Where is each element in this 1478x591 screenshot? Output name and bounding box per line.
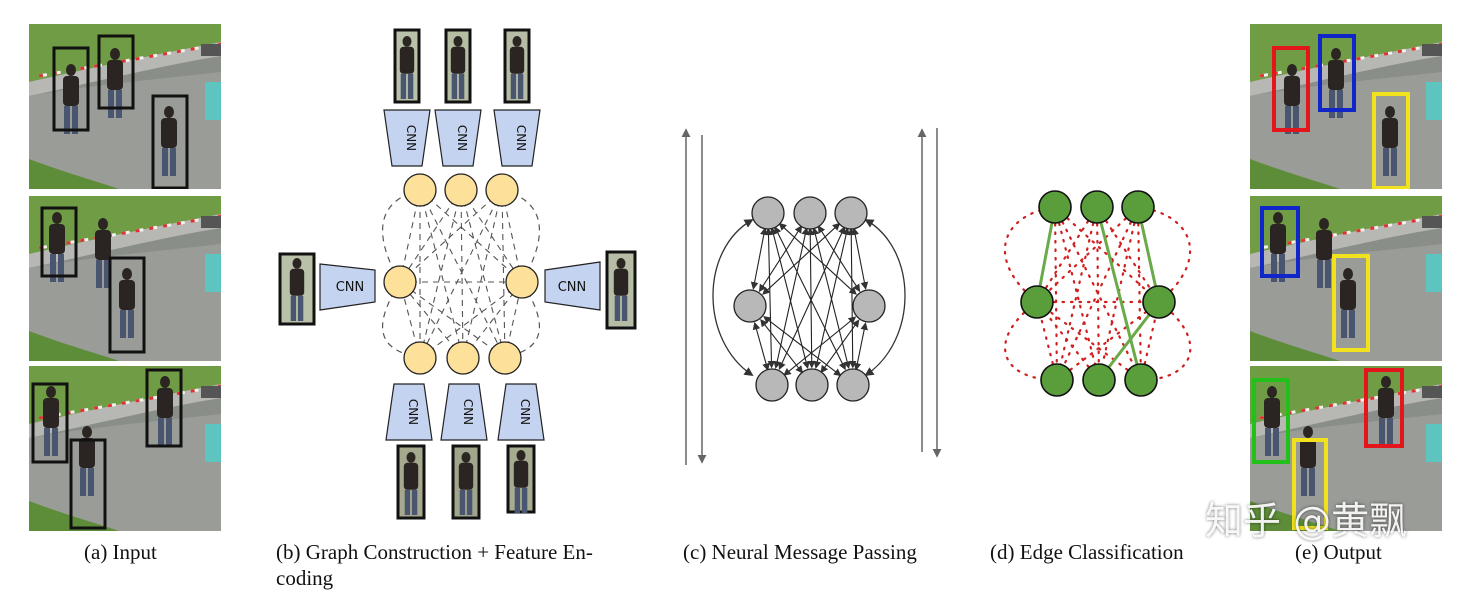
cnn-label: CNN: [404, 125, 418, 151]
message-node: [836, 368, 870, 402]
message-nodes: [733, 196, 886, 402]
caption-output: (e) Output: [1295, 540, 1382, 564]
feature-node: [505, 265, 539, 299]
output-frame-3: [1250, 366, 1442, 531]
candidate-edges: [399, 189, 523, 359]
message-node: [834, 196, 868, 230]
message-edge: [851, 227, 869, 290]
cnn-encoder-right: CNN: [544, 250, 637, 330]
caption-graph-construction: (b) Graph Construction + Feature En-: [276, 540, 593, 564]
message-edge: [764, 227, 776, 369]
cnn-encoder: [385, 383, 433, 441]
feature-node: [446, 341, 480, 375]
dropped-edge: [1035, 205, 1099, 304]
active-edge: [1095, 206, 1143, 381]
classified-node: [1080, 190, 1114, 224]
classified-node: [1040, 363, 1074, 397]
message-edge: [783, 316, 857, 376]
candidate-edge: [419, 189, 523, 283]
message-edge: [847, 227, 857, 369]
message-edge: [853, 322, 868, 371]
candidate-edge: [419, 189, 464, 359]
input-frames: [29, 24, 221, 531]
dropped-edge: [1095, 205, 1161, 304]
candidate-edge: [462, 189, 503, 359]
cnn-label: CNN: [461, 399, 475, 425]
message-node: [795, 368, 829, 402]
cnn-encoder: [497, 383, 545, 441]
message-edge: [762, 222, 841, 295]
cnn-encoder: [440, 383, 488, 441]
watermark: 知乎 @黄飘: [1205, 499, 1408, 543]
crops-top: [393, 28, 531, 104]
cnn-encoders-bottom: CNN CNN CNN: [385, 383, 545, 441]
output-frame-2: [1250, 196, 1442, 361]
cnn-encoder-left: CNN: [278, 252, 376, 326]
output-frame-1: [1250, 24, 1442, 189]
caption-edge-classification: (d) Edge Classification: [990, 540, 1184, 564]
feature-node: [444, 173, 478, 207]
classified-nodes: [1020, 190, 1176, 397]
feature-node: [383, 265, 417, 299]
classified-node: [1082, 363, 1116, 397]
classified-node: [1124, 363, 1158, 397]
message-node: [755, 368, 789, 402]
dropped-edge: [1053, 205, 1059, 382]
candidate-edge: [419, 189, 503, 359]
message-node: [733, 289, 767, 323]
graph-construction: CNN CNN CNN CNN CNN CNN CNN CNN: [278, 28, 637, 520]
message-node: [751, 196, 785, 230]
message-edge: [813, 227, 850, 369]
cnn-encoders-top: CNN CNN CNN: [383, 109, 541, 167]
message-edges: [750, 222, 869, 377]
cnn-label: CNN: [406, 399, 420, 425]
classified-node: [1020, 285, 1054, 319]
input-frame-2: [29, 196, 221, 361]
classified-node: [1142, 285, 1176, 319]
feature-nodes: [383, 173, 539, 375]
cnn-label: CNN: [518, 399, 532, 425]
dropped-edge: [1053, 205, 1161, 304]
classified-node: [1038, 190, 1072, 224]
caption-input: (a) Input: [84, 540, 157, 564]
classified-node: [1121, 190, 1155, 224]
candidate-edge: [460, 189, 506, 359]
cnn-label: CNN: [514, 125, 528, 151]
crops-bottom: [396, 444, 536, 520]
output-frames: [1250, 24, 1442, 531]
candidate-edge: [419, 189, 462, 359]
dropped-edge: [1053, 205, 1143, 382]
cnn-encoder: [434, 109, 482, 167]
candidate-edge: [399, 189, 462, 283]
input-frame-3: [29, 366, 221, 531]
cnn-label: CNN: [336, 280, 365, 295]
dropped-edge: [1055, 205, 1140, 382]
caption-message-passing: (c) Neural Message Passing: [683, 540, 917, 564]
dropped-edge: [1136, 205, 1143, 382]
candidate-edge: [460, 189, 523, 283]
message-node: [793, 196, 827, 230]
input-frame-1: [29, 24, 221, 189]
edge-classification: [1003, 190, 1192, 397]
message-passing: [681, 128, 942, 465]
candidate-edge: [399, 189, 503, 283]
candidate-edge: [501, 189, 506, 359]
pipeline-figure: CNN CNN CNN CNN CNN CNN CNN CNN: [29, 24, 1442, 531]
dropped-edge: [1035, 205, 1140, 304]
message-arcs: [712, 219, 906, 377]
message-node: [852, 289, 886, 323]
message-edge: [817, 225, 861, 293]
message-edge: [752, 321, 770, 372]
feature-node: [488, 341, 522, 375]
cnn-label: CNN: [558, 280, 587, 295]
cnn-encoder: [493, 109, 541, 167]
feature-node: [403, 341, 437, 375]
message-edge: [750, 227, 768, 290]
message-edge: [763, 316, 842, 377]
feature-node: [403, 173, 437, 207]
feature-node: [485, 173, 519, 207]
cnn-encoder: [383, 109, 431, 167]
candidate-edge: [419, 189, 506, 359]
cnn-label: CNN: [455, 125, 469, 151]
